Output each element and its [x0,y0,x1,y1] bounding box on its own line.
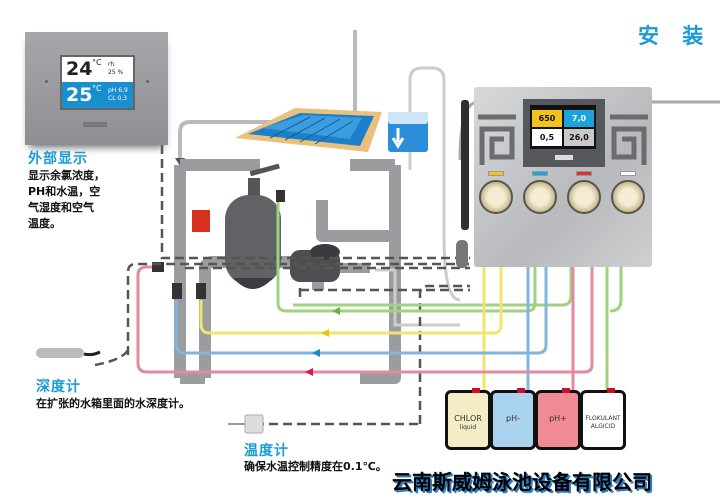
pump-tag-yellow [488,171,504,176]
screw-icon [146,80,149,83]
canister-ph-plus: pH+ [535,388,581,450]
sand-filter [225,163,281,289]
chlorine-reading: 0,5 [532,129,562,146]
injection-point-green [276,190,285,202]
swimming-pool [235,108,382,152]
flow-arrows [305,307,340,376]
controller-screen: 650 7,0 0,5 26,0 [530,105,596,149]
external-display-heading: 外部显示 [28,151,88,167]
ph-probe [456,240,468,268]
external-display-description: 显示余氯浓度， PH和水温，空 气湿度和空气 温度。 [28,169,105,230]
dosing-controller: 650 7,0 0,5 26,0 [474,87,652,267]
water-temp-unit: °C [92,84,102,93]
page-title: 安 装 [638,24,712,48]
injection-point-blue [172,283,182,299]
circulation-pump [290,244,370,282]
probe-holder [461,100,469,230]
temperature-reading: 26,0 [564,129,594,146]
balance-tank [388,112,428,152]
heater [192,210,210,232]
humidity-value: 25 % [108,69,124,76]
cl-reading: CL 0,3 [108,95,127,102]
thermometer-description: 确保水温控制精度在0.1℃。 [244,460,387,473]
injection-point-pink [152,262,164,272]
ph-reading: 7,0 [564,110,594,127]
external-display-panel: 24 °C rh 25 % 25 °C pH 6,9 CL 0,3 [25,32,168,145]
signal-cables [94,145,470,426]
depth-sensor [36,348,84,358]
peristaltic-pump-chlorine [479,180,513,214]
water-temperature: 25 [66,84,93,106]
controller-logo [555,155,573,160]
pump-tag-white [620,171,636,176]
screw-icon [45,80,48,83]
orp-reading: 650 [532,110,562,127]
canister-ph-minus: pH- [490,388,536,450]
pump-tag-red [576,171,592,176]
ph-reading: pH 6,9 [108,87,128,94]
injection-point-yellow [196,283,206,299]
air-temp-unit: °C [92,58,102,67]
peristaltic-pump-ph-minus [523,180,557,214]
depth-gauge-description: 在扩张的水箱里面的水深度计。 [36,397,190,410]
brand-logo [83,122,107,127]
arrow-down-icon [391,128,405,149]
temperature-sensor [244,414,264,434]
peristaltic-pump-ph-plus [567,180,601,214]
controller-display-frame: 650 7,0 0,5 26,0 [523,99,605,167]
greek-key-pattern [478,114,648,165]
company-name: 云南斯威姆泳池设备有限公司 [392,470,652,494]
humidity-label: rh [108,61,115,68]
pump-tag-blue [532,171,548,176]
dosing-lines [136,202,623,390]
air-temperature: 24 [66,58,93,80]
peristaltic-pump-flocculant [611,180,645,214]
external-display-screen: 24 °C rh 25 % 25 °C pH 6,9 CL 0,3 [60,55,135,110]
depth-gauge-heading: 深度计 [36,379,81,395]
thermometer-heading: 温度计 [244,443,289,459]
